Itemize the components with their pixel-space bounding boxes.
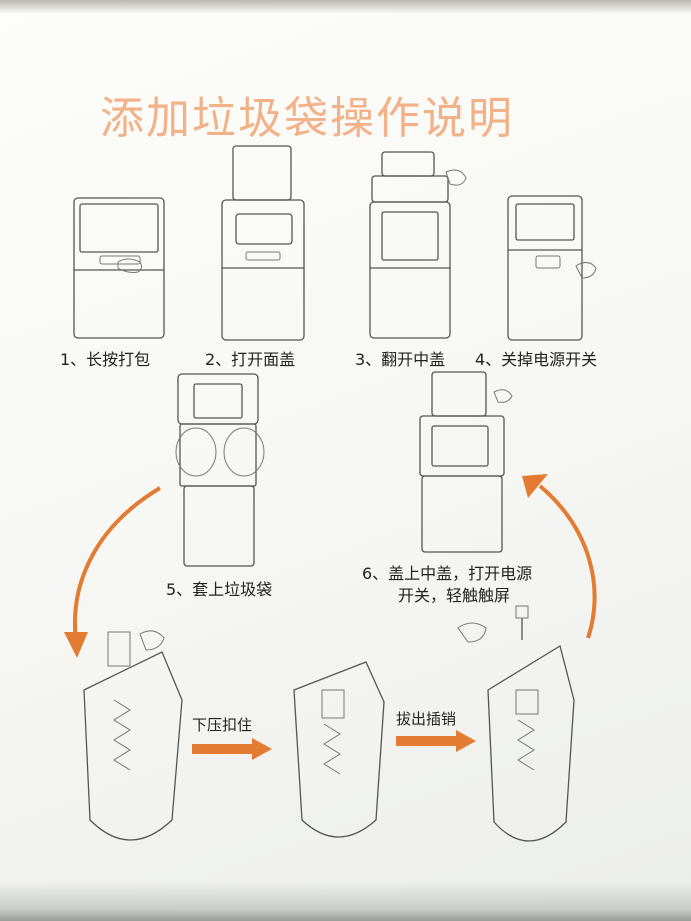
step2-caption: 2、打开面盖 xyxy=(205,350,296,369)
detail-insert-pin xyxy=(83,630,183,841)
step6-bin-illustration xyxy=(419,371,513,553)
detail-locked xyxy=(293,661,385,838)
step3-caption: 3、翻开中盖 xyxy=(355,350,446,369)
step1-caption: 1、长按打包 xyxy=(60,350,151,369)
step3-bin-illustration xyxy=(369,151,467,339)
pull-arrow-label: 拔出插销 xyxy=(396,710,457,728)
detail-pin-removed xyxy=(457,605,575,842)
bottom-edge-shadow xyxy=(0,881,691,921)
step4-caption: 4、关掉电源开关 xyxy=(475,350,598,369)
left-curved-arrow xyxy=(64,486,162,658)
step6-caption-line1: 6、盖上中盖，打开电源 xyxy=(362,564,533,583)
step2-bin-illustration xyxy=(221,145,305,341)
step4-bin-illustration xyxy=(507,195,597,341)
press-arrow-label: 下压扣住 xyxy=(192,716,253,734)
step1-bin-illustration xyxy=(73,197,165,339)
right-curved-arrow xyxy=(522,474,597,639)
pull-arrow xyxy=(396,730,476,752)
page-title: 添加垃圾袋操作说明 xyxy=(100,93,514,144)
step6-caption-line2: 开关，轻触触屏 xyxy=(398,586,511,605)
step5-caption: 5、套上垃圾袋 xyxy=(166,580,273,599)
top-edge-shadow xyxy=(0,0,691,14)
step5-bin-illustration xyxy=(175,373,265,567)
press-arrow xyxy=(192,738,272,760)
